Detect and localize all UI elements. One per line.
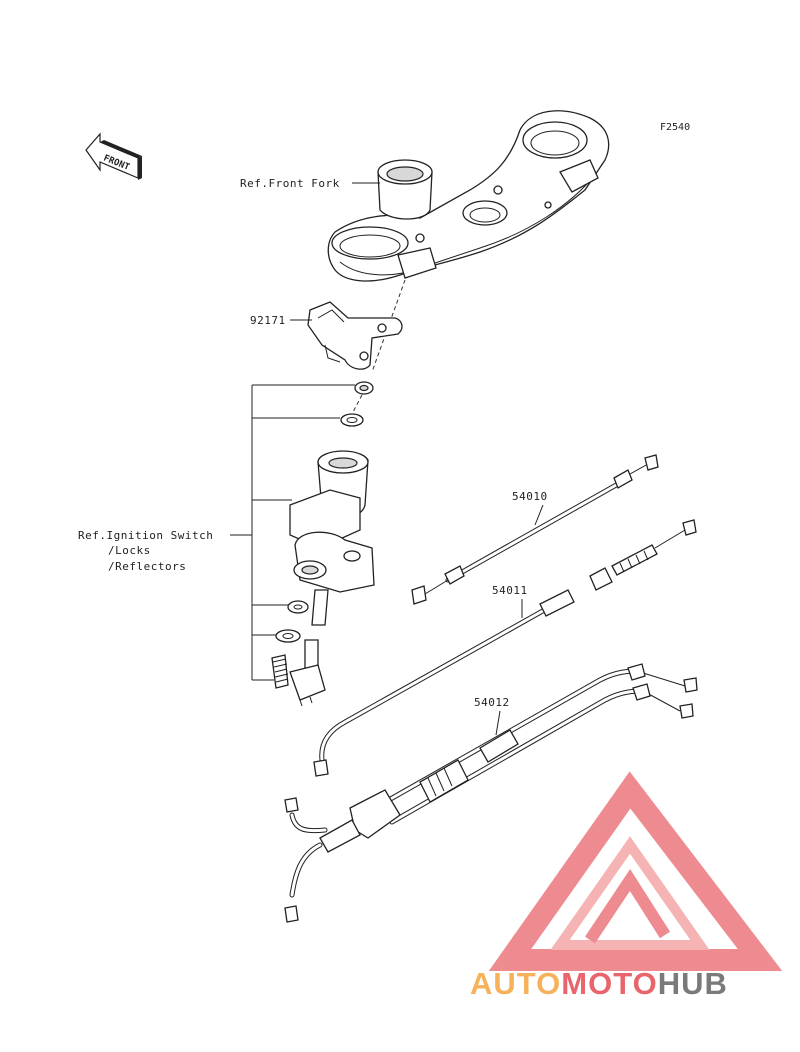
front-arrow-icon: FRONT — [85, 132, 142, 180]
watermark-moto: MOTO — [561, 966, 657, 1001]
watermark-auto: AUTO — [470, 966, 561, 1001]
label-cable-54011: 54011 — [492, 584, 528, 597]
ignition-switch-assembly — [271, 381, 375, 707]
leader-cable-54010 — [534, 504, 544, 526]
cable-54010 — [411, 454, 659, 605]
label-cable-54012: 54012 — [474, 696, 510, 709]
label-front-fork: Ref.Front Fork — [240, 177, 340, 190]
assembly-axis-mid — [351, 394, 363, 415]
ignition-leader-bracket — [230, 384, 355, 681]
assembly-axis-upper — [371, 279, 406, 373]
cable-54011 — [313, 519, 697, 777]
label-ignition-line3: /Reflectors — [108, 560, 186, 573]
label-ignition-line1: Ref.Ignition Switch — [78, 529, 213, 542]
label-cable-54010: 54010 — [512, 490, 548, 503]
automotohub-logo — [488, 771, 783, 971]
cable-54012 — [284, 663, 698, 923]
leader-cable-54012 — [495, 710, 501, 736]
label-ignition-line2: /Locks — [108, 544, 151, 557]
upper-triple-clamp — [327, 110, 610, 282]
watermark-text: AUTOMOTOHUB — [470, 966, 728, 1001]
figure-code: F2540 — [660, 122, 690, 133]
label-bracket: 92171 — [250, 314, 286, 327]
watermark-hub: HUB — [658, 966, 728, 1001]
bracket-92171 — [307, 301, 403, 370]
